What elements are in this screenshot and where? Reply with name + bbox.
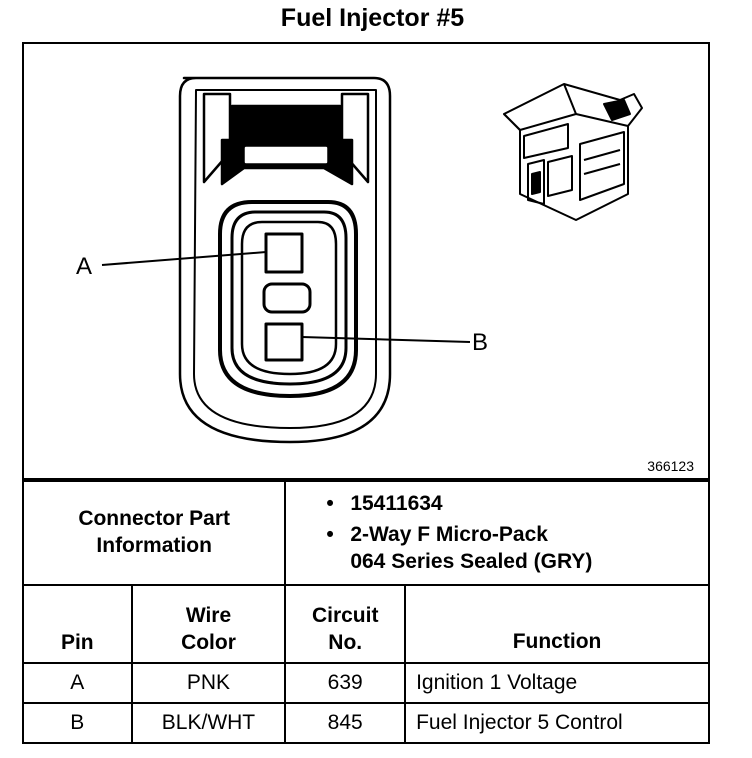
seal-inner-ring — [240, 220, 338, 376]
row-wire-color: BLK/WHT — [130, 702, 287, 744]
row-wire-color: PNK — [130, 662, 287, 704]
connector-face-drawing: A B — [76, 76, 643, 444]
seal-outer-ring — [218, 200, 358, 398]
seal-middle-ring — [230, 210, 348, 386]
pin-b-label: B — [472, 329, 488, 356]
header-function: Function — [404, 584, 710, 664]
connector-part-info-cell: • 15411634 • 2-Way F Micro-Pack 064 Seri… — [284, 478, 710, 586]
connector-diagram-panel: A B 366123 — [22, 42, 710, 482]
header-circuit-no: Circuit No. — [284, 584, 407, 664]
figure-number: 366123 — [647, 458, 694, 474]
part-description-line2: 064 Series Sealed (GRY) — [350, 549, 593, 573]
row-function: Fuel Injector 5 Control — [404, 702, 710, 744]
row-circuit: 845 — [284, 702, 407, 744]
connector-info-table: Connector Part Information • 15411634 • … — [21, 478, 710, 744]
connector-iso-sketch — [503, 83, 643, 221]
table-header-row: Pin Wire Color Circuit No. Function — [22, 584, 710, 664]
connector-housing-outline — [178, 76, 392, 444]
header-pin: Pin — [22, 584, 133, 664]
row-pin: B — [22, 702, 133, 744]
page-title: Fuel Injector #5 — [280, 4, 465, 32]
table-row: A PNK 639 Ignition 1 Voltage — [22, 662, 710, 704]
latch-top — [230, 104, 342, 140]
connector-housing-inner-outline — [193, 89, 377, 429]
row-circuit: 639 — [284, 662, 407, 704]
row-function: Ignition 1 Voltage — [404, 662, 710, 704]
row-pin: A — [22, 662, 133, 704]
cavity-b — [264, 322, 304, 362]
part-description-item: • 2-Way F Micro-Pack 064 Series Sealed (… — [326, 521, 708, 575]
part-description-line1: 2-Way F Micro-Pack — [350, 522, 548, 546]
connector-part-label-line1: Connector Part — [78, 507, 230, 530]
connector-part-label-cell: Connector Part Information — [21, 478, 287, 586]
connector-part-row: Connector Part Information • 15411634 • … — [21, 478, 710, 586]
part-number-item: • 15411634 — [326, 490, 708, 517]
pin-a-label: A — [76, 253, 92, 280]
bullet: • — [326, 491, 334, 515]
cavity-center-key — [262, 282, 312, 314]
header-wire-color: Wire Color — [130, 584, 287, 664]
pin-a-leader-line — [101, 251, 267, 266]
bullet: • — [326, 522, 334, 546]
table-row: B BLK/WHT 845 Fuel Injector 5 Control — [22, 702, 710, 744]
connector-part-label-line2: Information — [96, 534, 212, 557]
pin-b-leader-line — [301, 336, 471, 343]
part-number: 15411634 — [350, 491, 443, 515]
cavity-a — [264, 232, 304, 274]
